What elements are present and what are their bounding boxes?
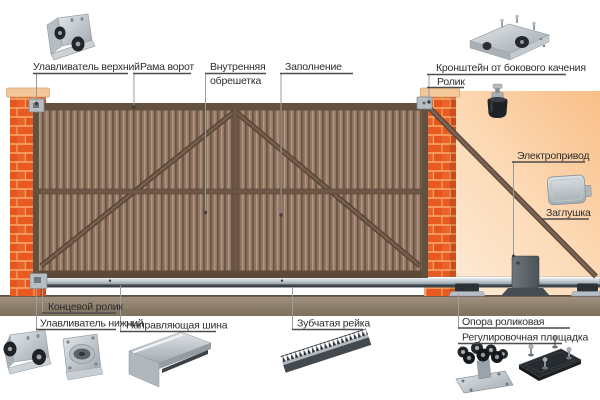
gear-rack-strip (33, 284, 600, 288)
gate-frame-right (422, 103, 428, 278)
label-underlines (33, 72, 589, 345)
label-guide-rail: Направляющая шина (126, 320, 228, 332)
end-cap-image (547, 174, 592, 206)
roller-image (487, 83, 508, 118)
roller-carriage-right (570, 283, 600, 297)
left-pillar-cap (6, 87, 50, 98)
label-end-roller: Концевой ролик (48, 301, 123, 313)
anti-sway-bracket-fitting (416, 96, 433, 110)
label-inner-lathing-line1: Внутренняя (210, 61, 266, 73)
lower-catcher-image (3, 329, 52, 375)
label-inner-lathing-line2: обрешетка (210, 75, 261, 87)
leader-dots (34, 100, 515, 258)
ground (0, 295, 600, 316)
gate-frame-bottom (33, 270, 428, 278)
gear-rack-image (280, 328, 372, 373)
label-electric-drive: Электропривод (517, 150, 589, 162)
gate-leaf (33, 103, 428, 278)
label-adjustment-plate: Регулировочная площадка (462, 332, 588, 344)
label-gate-frame: Рама ворот (140, 61, 194, 73)
cantilever-tail (427, 105, 598, 279)
right-pillar-cap (420, 87, 460, 98)
label-gear-rack: Зубчатая рейка (297, 318, 370, 330)
end-roller-image (62, 333, 104, 381)
label-end-cap: Заглушка (546, 207, 591, 219)
label-infill: Заполнение (285, 61, 342, 73)
lower-catcher-fitting (29, 273, 48, 289)
label-anti-sway-bracket: Кронштейн от бокового качения (436, 62, 586, 74)
label-lower-catcher: Улавливатель нижний (40, 318, 144, 330)
anti-sway-bracket-image (468, 14, 551, 61)
guide-rail-image (128, 331, 212, 388)
label-upper-catcher: Улавливатель верхний (33, 61, 140, 73)
gate-frame-top (33, 103, 428, 111)
gate-frame-left (33, 103, 39, 278)
upper-catcher-image (46, 13, 96, 61)
adjustment-plate-image (518, 336, 582, 381)
gate-mid-rail (38, 188, 423, 195)
label-roller: Ролик (437, 76, 465, 88)
electric-drive-motor (501, 255, 550, 296)
label-roller-support: Опора роликовая (462, 316, 544, 328)
labels: Улавливатель верхний Рама ворот Внутренн… (33, 61, 591, 344)
leader-lines (36, 73, 514, 332)
roller-support-image (455, 342, 514, 394)
